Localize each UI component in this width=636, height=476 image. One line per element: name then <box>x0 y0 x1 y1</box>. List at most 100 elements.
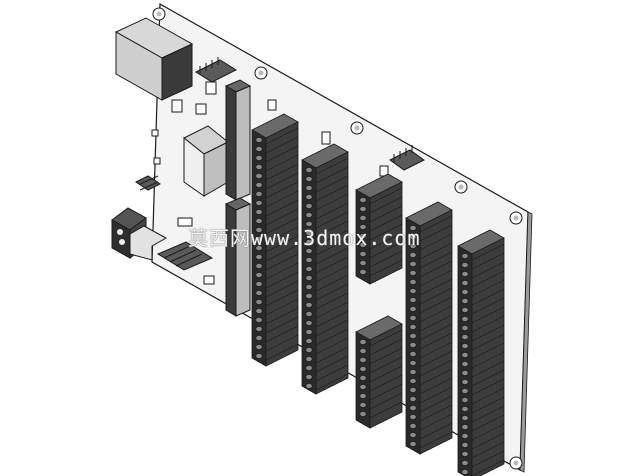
terminal-screw <box>359 260 367 266</box>
terminal-screw <box>305 275 313 281</box>
terminal-screw <box>461 406 469 412</box>
terminal-screw <box>359 366 367 372</box>
terminal-screw <box>409 297 417 303</box>
terminal-screw <box>409 387 417 393</box>
pin-header-icon <box>156 241 214 271</box>
terminal-screw <box>305 212 313 218</box>
terminal-screw <box>409 270 417 276</box>
terminal-screw <box>255 218 263 224</box>
terminal-screw <box>359 393 367 399</box>
ethernet-jack-icon <box>114 17 194 101</box>
terminal-screw <box>255 200 263 206</box>
terminal-screw <box>409 414 417 420</box>
terminal-screw <box>409 378 417 384</box>
terminal-screw <box>359 348 367 354</box>
terminal-screw <box>359 411 367 417</box>
terminal-screw <box>305 356 313 362</box>
terminal-screw <box>305 248 313 254</box>
terminal-screw <box>461 424 469 430</box>
smd-component <box>151 129 159 137</box>
terminal-screw <box>409 342 417 348</box>
terminal-screw <box>255 272 263 278</box>
terminal-screw <box>409 369 417 375</box>
terminal-screw <box>461 442 469 448</box>
smd-component <box>195 103 207 115</box>
terminal-screw <box>255 281 263 287</box>
mounting-hole-icon <box>254 66 268 80</box>
terminal-screw <box>359 224 367 230</box>
terminal-block-icon <box>301 143 349 395</box>
terminal-screw <box>255 236 263 242</box>
terminal-screw <box>461 298 469 304</box>
terminal-screw <box>255 137 263 143</box>
terminal-screw <box>461 262 469 268</box>
terminal-screw <box>409 324 417 330</box>
terminal-screw <box>409 351 417 357</box>
terminal-screw <box>359 242 367 248</box>
pin-header-icon <box>224 197 252 317</box>
terminal-screw <box>255 182 263 188</box>
mounting-hole-icon <box>509 211 523 225</box>
terminal-screw <box>409 315 417 321</box>
terminal-screw <box>359 402 367 408</box>
terminal-screw <box>409 252 417 258</box>
terminal-screw <box>305 257 313 263</box>
terminal-screw <box>461 379 469 385</box>
smd-component <box>205 81 217 95</box>
mounting-hole-icon <box>509 456 523 470</box>
terminal-screw <box>255 308 263 314</box>
terminal-screw <box>409 441 417 447</box>
pin-header-icon <box>224 79 252 201</box>
terminal-screw <box>305 338 313 344</box>
terminal-screw <box>409 396 417 402</box>
terminal-screw <box>255 290 263 296</box>
terminal-screw <box>461 352 469 358</box>
terminal-screw <box>305 329 313 335</box>
terminal-screw <box>359 384 367 390</box>
terminal-screw <box>461 289 469 295</box>
terminal-screw <box>255 299 263 305</box>
terminal-screw <box>255 326 263 332</box>
terminal-screw <box>461 280 469 286</box>
terminal-screw <box>255 344 263 350</box>
terminal-screw <box>409 423 417 429</box>
terminal-screw <box>359 197 367 203</box>
terminal-screw <box>461 388 469 394</box>
terminal-block-icon <box>355 173 403 285</box>
terminal-screw <box>409 225 417 231</box>
terminal-screw <box>461 307 469 313</box>
terminal-screw <box>305 194 313 200</box>
terminal-screw <box>461 451 469 457</box>
terminal-screw <box>305 221 313 227</box>
terminal-screw <box>255 173 263 179</box>
terminal-screw <box>461 469 469 475</box>
mounting-hole-icon <box>454 180 468 194</box>
terminal-screw <box>255 155 263 161</box>
terminal-screw <box>461 460 469 466</box>
terminal-screw <box>255 245 263 251</box>
terminal-screw <box>409 261 417 267</box>
terminal-screw <box>461 325 469 331</box>
terminal-screw <box>461 370 469 376</box>
terminal-screw <box>359 215 367 221</box>
terminal-block-icon <box>405 201 453 455</box>
smd-component <box>203 275 215 285</box>
terminal-screw <box>305 230 313 236</box>
pin-header-icon <box>389 145 425 171</box>
terminal-screw <box>305 311 313 317</box>
terminal-screw <box>305 176 313 182</box>
pin-header-icon <box>194 57 238 83</box>
terminal-screw <box>305 284 313 290</box>
terminal-block-icon <box>251 113 299 367</box>
terminal-screw <box>461 271 469 277</box>
terminal-screw <box>461 343 469 349</box>
terminal-screw <box>409 360 417 366</box>
power-connector-icon <box>111 207 168 261</box>
terminal-screw <box>461 334 469 340</box>
terminal-screw <box>305 365 313 371</box>
terminal-screw <box>255 191 263 197</box>
smd-component <box>267 99 277 111</box>
terminal-screw <box>305 266 313 272</box>
terminal-screw <box>305 347 313 353</box>
